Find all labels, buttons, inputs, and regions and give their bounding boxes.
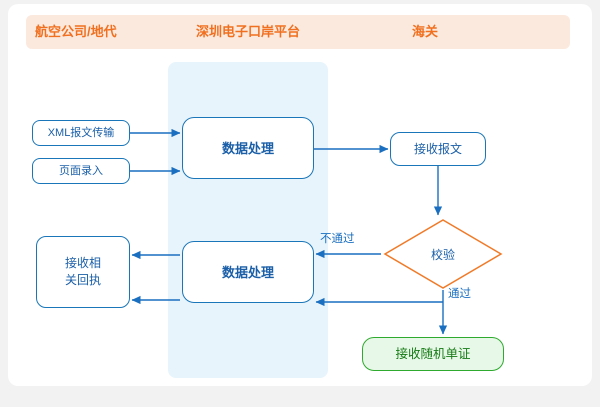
node-data-processing-bottom[interactable]: 数据处理 [182, 241, 314, 303]
node-receive-receipt[interactable]: 接收相 关回执 [36, 236, 130, 308]
swimlane-band-platform [168, 62, 328, 378]
node-receive-random-document[interactable]: 接收随机单证 [362, 337, 504, 371]
node-receive-message[interactable]: 接收报文 [390, 132, 486, 166]
node-data-processing-top[interactable]: 数据处理 [182, 117, 314, 179]
swimlane-header-airline: 航空公司/地代 [35, 24, 117, 39]
edge-label-pass: 通过 [448, 288, 471, 300]
diamond-shape [383, 219, 503, 289]
node-xml-transmission[interactable]: XML报文传输 [32, 120, 130, 146]
verify-label: 校验 [430, 247, 455, 262]
swimlane-header-platform: 深圳电子口岸平台 [196, 24, 301, 39]
node-verify-decision[interactable]: 校验 [383, 218, 503, 290]
node-page-entry[interactable]: 页面录入 [32, 158, 130, 184]
swimlane-header-bar [26, 15, 570, 49]
edge-label-fail: 不通过 [320, 233, 355, 245]
swimlane-header-customs: 海关 [412, 24, 439, 39]
